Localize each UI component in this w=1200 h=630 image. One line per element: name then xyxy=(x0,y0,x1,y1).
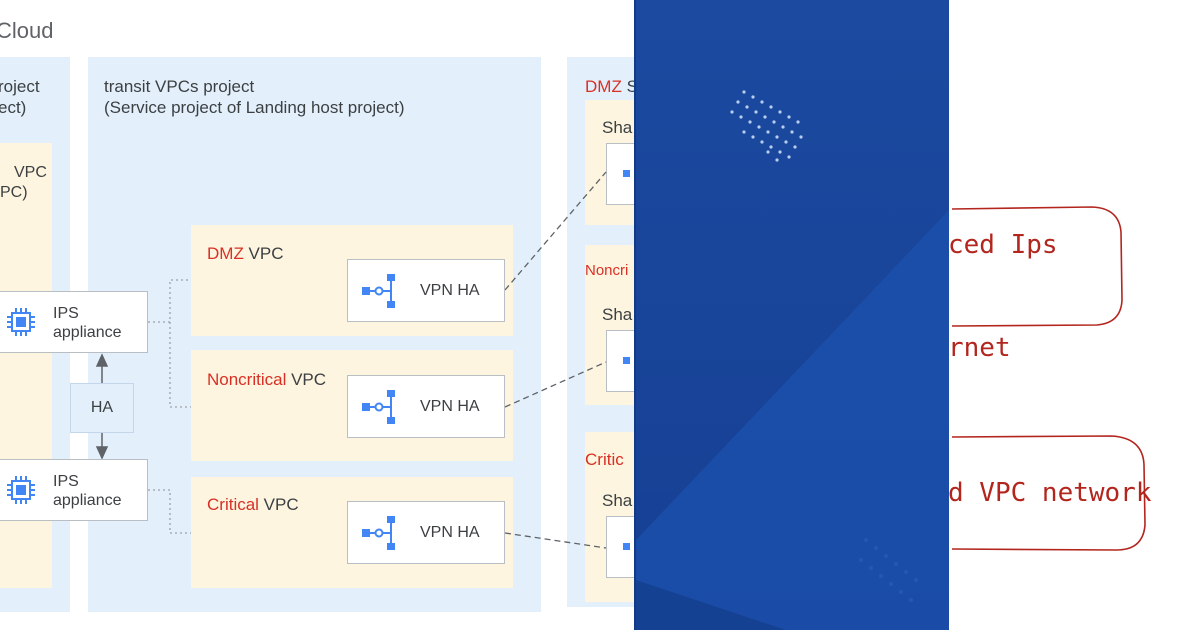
dmz-vpc-suffix: VPC xyxy=(243,244,284,263)
critical-vpc-highlight: Critical xyxy=(207,495,259,514)
left-vpc-label-1: VPC xyxy=(14,164,47,181)
sketch-text-1: ced Ips xyxy=(948,230,1058,260)
noncritical-vpc-highlight: Noncritical xyxy=(207,370,287,389)
ips-top-line2: appliance xyxy=(53,324,122,341)
right-critical-label: Critic xyxy=(585,450,624,469)
chip-icon xyxy=(7,476,35,504)
vpn-ha-card-critical: VPN HA xyxy=(347,501,505,564)
right-noncritical-label: Noncri xyxy=(585,262,629,279)
right-dmz-highlight: DMZ xyxy=(585,77,622,96)
vpn-ha-card-dmz: VPN HA xyxy=(347,259,505,322)
ha-box: HA xyxy=(70,383,134,433)
critical-vpc-label: Critical VPC xyxy=(207,494,299,516)
sketch-text-3: d VPC network xyxy=(948,478,1152,508)
vpn-ha-card-noncritical: VPN HA xyxy=(347,375,505,438)
transit-project-title-2: (Service project of Landing host project… xyxy=(104,98,405,117)
transit-project-title-1: transit VPCs project xyxy=(104,77,255,96)
vpn-gateway-icon xyxy=(362,516,395,550)
left-vpc-label-2: PC) xyxy=(0,184,28,201)
dmz-vpc-label: DMZ VPC xyxy=(207,243,284,265)
critical-vpc-suffix: VPC xyxy=(258,495,299,514)
brand-text: Cloud xyxy=(0,18,54,43)
ips-bottom-line2: appliance xyxy=(53,492,122,509)
left-project-title-1: roject xyxy=(0,77,40,96)
right-card-1-dot xyxy=(623,170,630,177)
right-shared-label-2: Sha xyxy=(602,305,633,324)
ips-appliance-top: IPS appliance xyxy=(0,291,148,353)
sketch-text-2: rnet xyxy=(948,333,1011,363)
vpn-gateway-icon xyxy=(362,274,395,308)
left-project-title-2: ect) xyxy=(0,98,27,117)
vpn-ha-label-dmz: VPN HA xyxy=(420,282,480,299)
vpn-ha-label-critical: VPN HA xyxy=(420,524,480,541)
dot-grid xyxy=(730,90,803,162)
noncritical-vpc-label: Noncritical VPC xyxy=(207,369,326,391)
right-card-2-dot xyxy=(623,357,630,364)
blue-panel-graphic xyxy=(636,90,949,630)
right-card-3-dot xyxy=(623,543,630,550)
dmz-vpc-highlight: DMZ xyxy=(207,244,244,263)
right-shared-label-1: Sha xyxy=(602,118,633,137)
ips-top-line1: IPS xyxy=(53,305,79,322)
ips-appliance-bottom: IPS appliance xyxy=(0,459,148,521)
right-dmz-trail: S xyxy=(626,77,638,96)
ips-bottom-line1: IPS xyxy=(53,473,79,490)
blue-overlay-panel xyxy=(634,0,949,630)
vpn-ha-label-noncritical: VPN HA xyxy=(420,398,480,415)
noncritical-vpc-suffix: VPC xyxy=(286,370,327,389)
sketch-shapes xyxy=(951,206,1146,551)
chip-icon xyxy=(7,308,35,336)
right-shared-label-3: Sha xyxy=(602,491,633,510)
vpn-gateway-icon xyxy=(362,390,395,424)
right-dmz-label: DMZ S xyxy=(585,76,638,98)
